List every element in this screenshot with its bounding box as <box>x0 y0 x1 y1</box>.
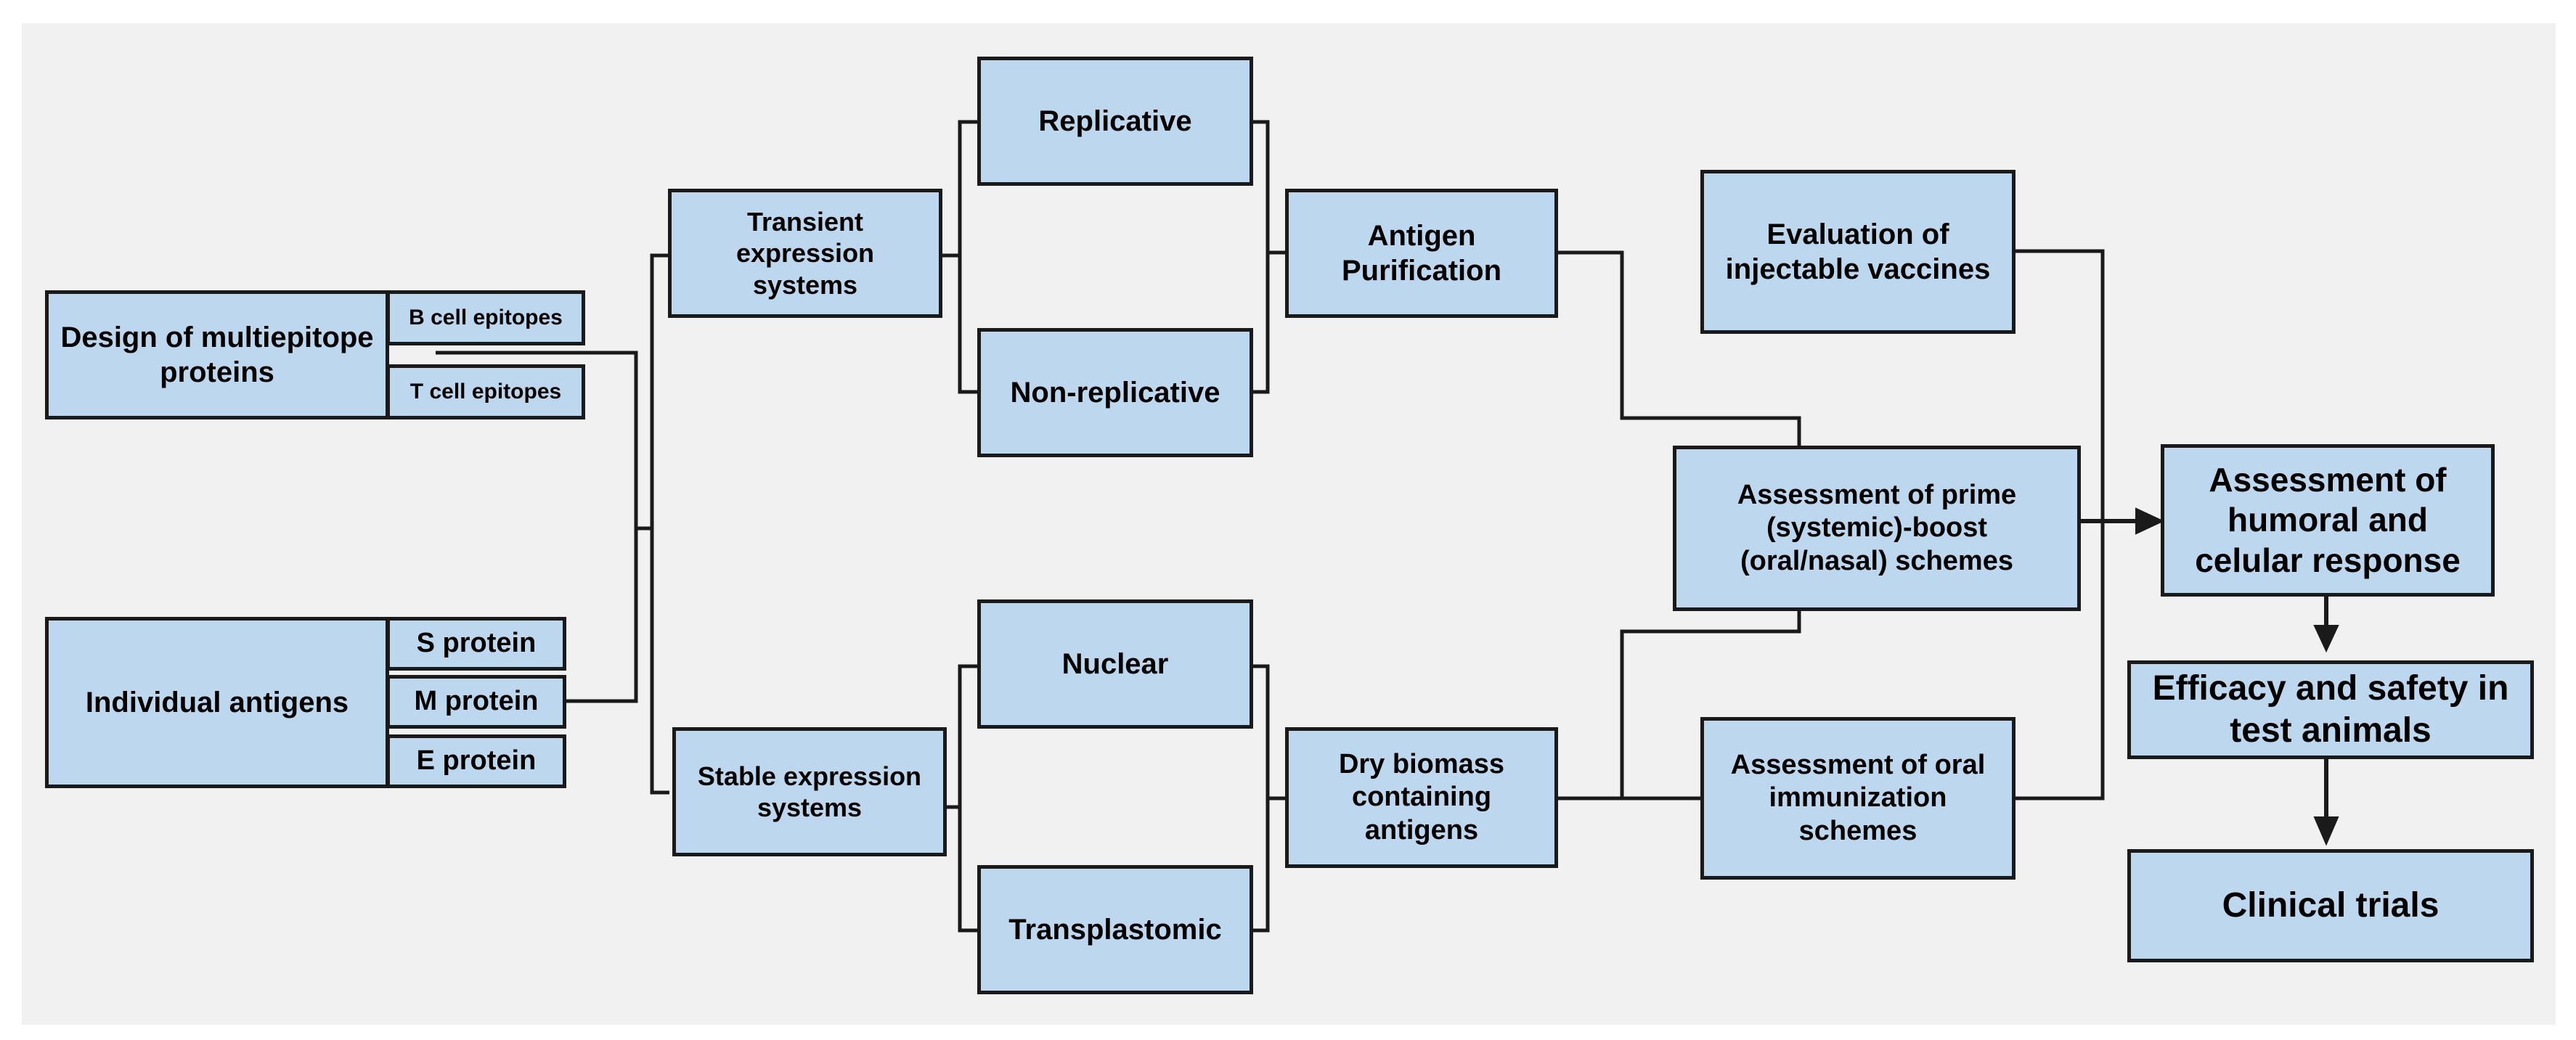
stable-expression-label: Stable expression systems <box>697 761 922 822</box>
s-protein-box: S protein <box>386 617 566 671</box>
transplastomic-label: Transplastomic <box>1008 914 1222 946</box>
connector-split-expression <box>650 253 669 795</box>
replicative-label: Replicative <box>1038 105 1192 137</box>
connector-design-to-merge <box>436 351 638 528</box>
connector-split-stable <box>958 664 977 933</box>
connector-mprotein-to-merge <box>566 528 638 703</box>
humoral-response-box: Assessment of humoral and celular respon… <box>2161 444 2495 597</box>
antigen-purification-label: Antigen Purification <box>1341 220 1502 287</box>
oral-immunization-box: Assessment of oral immunization schemes <box>1700 717 2015 880</box>
dry-biomass-box: Dry biomass containing antigens <box>1285 727 1558 868</box>
transient-expression-box: Transient expression systems <box>668 189 942 318</box>
clinical-trials-box: Clinical trials <box>2127 849 2534 962</box>
t-cell-epitopes-box: T cell epitopes <box>386 364 585 419</box>
dry-biomass-label: Dry biomass containing antigens <box>1338 748 1505 845</box>
connector-biomass-to-primeboost <box>1620 611 1801 798</box>
connector-join-purification <box>1252 120 1270 394</box>
connector-injectable-to-humoral <box>2015 249 2105 801</box>
evaluation-injectable-label: Evaluation of injectable vaccines <box>1725 218 1991 285</box>
s-protein-label: S protein <box>416 628 537 659</box>
arrowhead-humoral <box>2135 507 2165 535</box>
stable-expression-box: Stable expression systems <box>672 727 947 856</box>
b-cell-epitopes-label: B cell epitopes <box>409 306 563 329</box>
m-protein-box: M protein <box>386 675 566 729</box>
efficacy-safety-box: Efficacy and safety in test animals <box>2127 660 2534 759</box>
prime-boost-box: Assessment of prime (systemic)-boost (or… <box>1673 446 2081 611</box>
oral-immunization-label: Assessment of oral immunization schemes <box>1730 749 1986 846</box>
non-replicative-box: Non-replicative <box>977 328 1253 457</box>
transient-expression-label: Transient expression systems <box>735 207 875 300</box>
efficacy-safety-label: Efficacy and safety in test animals <box>2152 669 2509 750</box>
e-protein-box: E protein <box>386 734 566 788</box>
connector-split-transient <box>958 120 977 394</box>
connector-purification-to-primeboost <box>1557 250 1801 446</box>
arrowhead-clinical <box>2313 816 2339 846</box>
design-multiepitope-box: Design of multiepitope proteins <box>45 290 389 419</box>
connector-join-biomass <box>1252 664 1270 933</box>
clinical-trials-label: Clinical trials <box>2222 886 2440 925</box>
transplastomic-box: Transplastomic <box>977 865 1253 994</box>
individual-antigens-label: Individual antigens <box>85 687 349 718</box>
arrowhead-efficacy <box>2313 625 2339 653</box>
replicative-box: Replicative <box>977 57 1253 186</box>
prime-boost-label: Assessment of prime (systemic)-boost (or… <box>1737 479 2017 576</box>
t-cell-epitopes-label: T cell epitopes <box>409 380 562 404</box>
humoral-response-label: Assessment of humoral and celular respon… <box>2195 461 2461 579</box>
nuclear-label: Nuclear <box>1061 648 1169 680</box>
e-protein-label: E protein <box>416 745 537 777</box>
b-cell-epitopes-box: B cell epitopes <box>386 290 585 345</box>
nuclear-box: Nuclear <box>977 599 1253 729</box>
non-replicative-label: Non-replicative <box>1010 377 1220 409</box>
evaluation-injectable-box: Evaluation of injectable vaccines <box>1700 170 2015 334</box>
antigen-purification-box: Antigen Purification <box>1285 189 1558 318</box>
m-protein-label: M protein <box>414 686 539 717</box>
individual-antigens-box: Individual antigens <box>45 617 389 788</box>
design-multiepitope-label: Design of multiepitope proteins <box>60 322 374 388</box>
